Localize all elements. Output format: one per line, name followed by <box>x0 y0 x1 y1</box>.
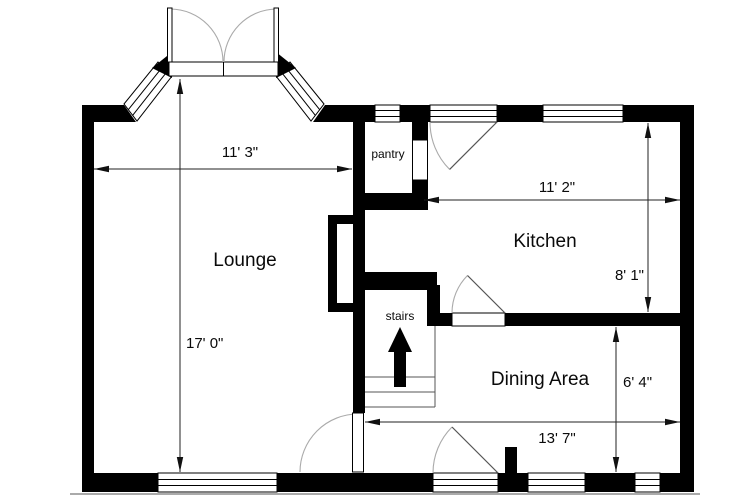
dim-dining-depth: 6' 4" <box>612 327 652 472</box>
window-bottom-3 <box>634 472 661 493</box>
bay-window-assembly <box>123 7 325 122</box>
wall-top-mid <box>313 105 375 122</box>
bay-cap-right <box>276 52 296 78</box>
bay-window-right-glazing <box>284 66 321 111</box>
room-labels: Lounge Kitchen Dining Area pantry stairs <box>213 147 589 390</box>
wall-bottom-seg1 <box>82 473 158 492</box>
stairs-up-arrow-shaft <box>394 352 406 387</box>
dim-label-lounge-width: 11' 3" <box>222 144 258 161</box>
wall-bottom-seg4 <box>585 473 635 492</box>
dim-label-dining-depth: 6' 4" <box>623 374 652 391</box>
interior-walls <box>328 122 680 413</box>
wall-pier-stub <box>505 447 517 473</box>
wall-right <box>680 105 694 492</box>
stairs-assembly <box>365 326 436 408</box>
room-label-dining: Dining Area <box>491 369 590 390</box>
dim-dining-width: 13' 7" <box>365 418 680 447</box>
windows <box>157 104 661 493</box>
wall-top-right <box>623 105 694 122</box>
wall-bottom-seg5 <box>660 473 694 492</box>
doors <box>299 104 506 493</box>
door-dining-exterior <box>432 426 499 493</box>
wall-pantry-right-top <box>412 122 428 140</box>
wall-kitchen-dining-divider <box>505 313 680 326</box>
pantry-door-opening <box>412 139 428 181</box>
french-door-leaf-left <box>167 7 173 63</box>
door-kitchen-dining <box>451 275 506 327</box>
room-label-lounge: Lounge <box>213 250 276 271</box>
dim-label-lounge-length: 17' 0" <box>186 335 223 352</box>
wall-top-seg1 <box>400 105 430 122</box>
room-label-kitchen: Kitchen <box>513 231 576 252</box>
window-top-2 <box>542 104 624 123</box>
french-door-swing-left <box>170 8 224 63</box>
dim-lounge-width: 11' 3" <box>94 144 352 173</box>
wall-stairs-top <box>365 272 437 290</box>
wall-pantry-bottom <box>353 193 423 210</box>
dim-lounge-length: 17' 0" <box>176 79 223 472</box>
wall-top-seg2 <box>497 105 543 122</box>
window-bottom-2 <box>527 472 586 493</box>
wall-divider-stub <box>427 313 452 326</box>
door-kitchen-back <box>429 104 498 170</box>
room-label-pantry: pantry <box>371 147 404 161</box>
bay-window-right-glazing <box>280 70 316 116</box>
wall-bottom-seg2 <box>277 473 433 492</box>
window-bottom-1 <box>157 472 278 493</box>
room-label-stairs: stairs <box>386 309 415 323</box>
dim-label-kitchen-width: 11' 2" <box>539 179 575 196</box>
stairs-up-arrow-icon <box>388 327 412 352</box>
french-door-swing-right <box>223 8 277 63</box>
dim-kitchen-width: 11' 2" <box>424 179 680 204</box>
wall-bottom-seg3 <box>498 473 528 492</box>
chimney-recess <box>337 224 353 303</box>
wall-left <box>82 105 94 492</box>
wall-pantry-right-bottom <box>412 180 428 210</box>
dim-label-dining-width: 13' 7" <box>538 430 575 447</box>
door-lounge <box>299 412 364 473</box>
dim-label-kitchen-depth: 8' 1" <box>615 267 644 284</box>
window-top-1 <box>374 104 401 123</box>
french-door-leaf-right <box>273 7 279 63</box>
wall-lounge-right <box>353 122 365 413</box>
exterior-walls <box>70 105 700 495</box>
wall-top-left <box>82 105 136 122</box>
bay-window-left-glazing <box>127 66 164 111</box>
bay-window-left-glazing <box>132 70 168 116</box>
dimensions: 11' 3" 17' 0" 11' 2" 8' 1" 6' 4" <box>94 79 680 472</box>
dim-kitchen-depth: 8' 1" <box>615 123 652 312</box>
